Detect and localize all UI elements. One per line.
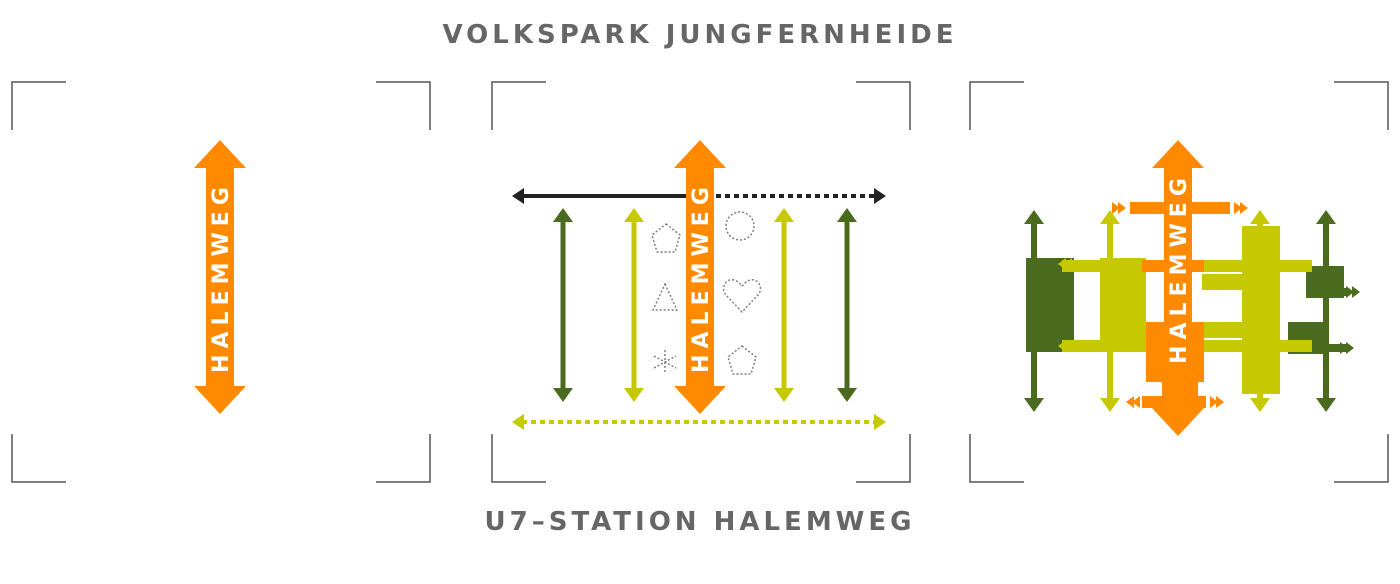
main-axis-arrow: HALEMWEG (194, 140, 246, 414)
bottom-cross-link (512, 414, 886, 430)
asterisk-icon (653, 350, 677, 374)
pentagon-icon (651, 223, 681, 253)
circle-icon (725, 211, 755, 241)
halemweg-label: HALEMWEG (689, 181, 714, 373)
vertical-link-dark-left (553, 208, 573, 402)
top-cross-link (512, 188, 886, 204)
corner-brackets (11, 81, 431, 483)
panel-2: HALEMWEG (491, 81, 911, 483)
triangle-icon (651, 282, 679, 311)
interwoven-network (1024, 202, 1360, 412)
main-axis-arrow: HALEMWEG (1152, 140, 1204, 436)
main-axis-arrow: HALEMWEG (674, 140, 726, 414)
shape-symbols (651, 211, 762, 375)
pentagon-icon (727, 345, 757, 375)
corner-brackets (969, 81, 1389, 483)
bottom-caption: U7–STATION HALEMWEG (484, 507, 916, 537)
panel-1: HALEMWEG (11, 81, 431, 483)
halemweg-label: HALEMWEG (1167, 172, 1192, 364)
heart-icon (722, 279, 762, 314)
top-caption: VOLKSPARK JUNGFERNHEIDE (442, 20, 958, 50)
panel-3: HALEMWEG (969, 81, 1389, 483)
corner-brackets (491, 81, 911, 483)
vertical-link-lime-right (774, 208, 794, 402)
vertical-link-lime-left (624, 208, 644, 402)
vertical-link-dark-right (837, 208, 857, 402)
halemweg-label: HALEMWEG (209, 181, 234, 373)
